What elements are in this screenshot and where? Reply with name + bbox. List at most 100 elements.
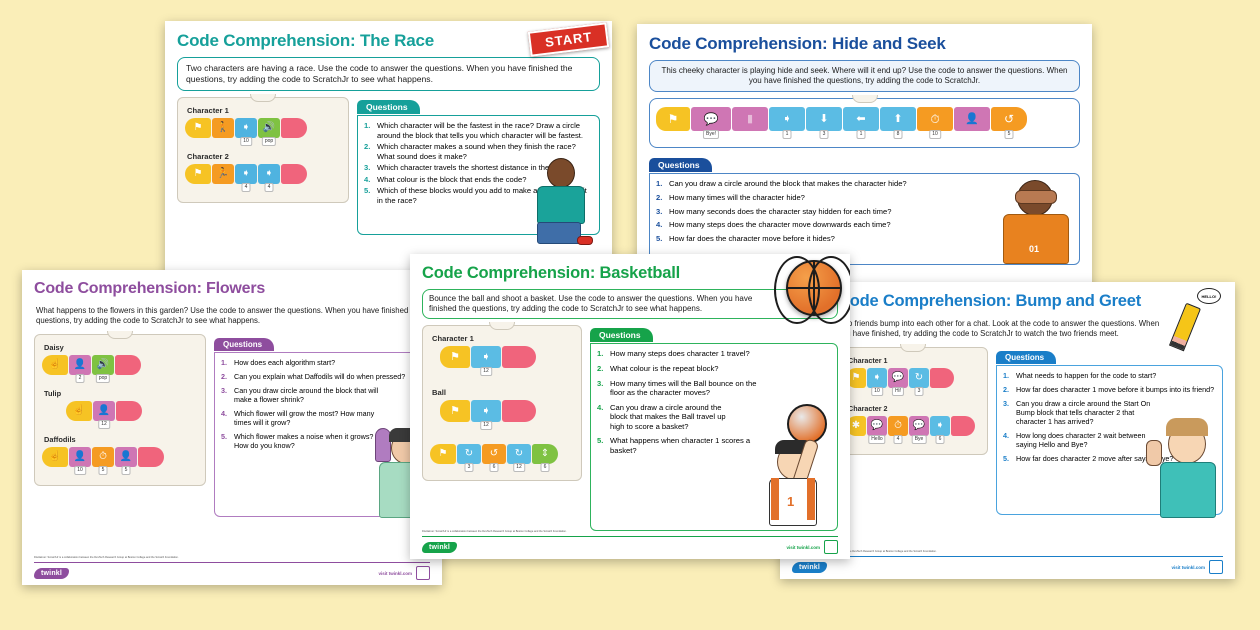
block-value: 6 [540, 463, 550, 473]
worksheet-card-bump-and-greet[interactable]: Code Comprehension: Bump and Greet HELLO… [780, 282, 1235, 579]
code-group[interactable]: Character 1 ⚑ 🚶 ➧10 🔊pop [185, 106, 341, 146]
block-repeat-back[interactable]: ↺6 [482, 444, 506, 473]
block-grow[interactable]: 👤2 [69, 354, 91, 383]
block-speech-hello[interactable]: 💬Hello [867, 415, 887, 444]
block-flag[interactable]: ⚑ [656, 107, 690, 132]
twinkl-logo[interactable]: twinkl [792, 561, 828, 573]
block-grow[interactable]: ▮ [732, 107, 768, 132]
block-end[interactable] [138, 446, 164, 467]
block-row[interactable]: ⚑ ↻3 ↺6 ↻12 ⇕6 [430, 444, 574, 473]
block-move-right[interactable]: ➧12 [471, 346, 501, 377]
code-group[interactable]: Ball ⚑ ➧12 [430, 388, 574, 431]
worksheet-card-basketball[interactable]: Code Comprehension: Basketball Bounce th… [410, 254, 850, 559]
block-move-right[interactable]: ➧6 [930, 415, 950, 444]
questions-tab: Questions [590, 328, 653, 343]
block-end[interactable] [502, 346, 536, 369]
block-value: Bye [911, 434, 927, 444]
block-end[interactable] [951, 415, 975, 436]
block-move-right[interactable]: ➧4 [258, 164, 280, 192]
block-on-tap[interactable]: ☝ [42, 354, 68, 375]
twinkl-logo[interactable]: twinkl [422, 541, 458, 553]
block-start-on-bump[interactable]: ✱ [846, 415, 866, 436]
block-flag[interactable]: ⚑ [185, 118, 211, 138]
block-end[interactable] [116, 400, 142, 421]
code-group[interactable]: Tulip ☝ 👤12 [42, 389, 198, 429]
block-row[interactable]: ⚑ 💬Bye! ▮ ➧1 ⬇3 ⬅1 ⬆8 ⏱10 👤 ↺5 [656, 107, 1073, 140]
code-group[interactable]: Character 1 ⚑ ➧12 [430, 334, 574, 377]
block-end[interactable] [502, 400, 536, 423]
block-wait[interactable]: ⏱5 [92, 446, 114, 475]
block-repeat[interactable]: ↺5 [991, 107, 1027, 140]
flag-icon: ⚑ [851, 371, 861, 383]
block-flag[interactable]: ⚑ [430, 444, 456, 465]
visit-link[interactable]: visit twinkl.com [378, 570, 412, 576]
block-flag[interactable]: ⚑ [440, 346, 470, 369]
code-group[interactable]: Character 2 ⚑ 🏃 ➧4 ➧4 [185, 152, 341, 192]
block-grow[interactable]: 👤5 [115, 446, 137, 475]
block-row[interactable]: ⚑ ➧12 [440, 346, 574, 377]
block-repeat[interactable]: ↻3 [909, 367, 929, 396]
worksheet-card-flowers[interactable]: Code Comprehension: Flowers What happens… [22, 270, 442, 585]
visit-link[interactable]: visit twinkl.com [1171, 564, 1205, 570]
block-speech-bye[interactable]: 💬Bye [909, 415, 929, 444]
block-end[interactable] [930, 367, 954, 388]
block-hide[interactable]: 👤 [954, 107, 990, 132]
visit-link[interactable]: visit twinkl.com [786, 544, 820, 550]
block-move-right[interactable]: ➧4 [235, 164, 257, 192]
run-icon: 🏃 [216, 168, 230, 179]
block-flag[interactable]: ⚑ [440, 400, 470, 423]
block-move-right[interactable]: ➧12 [471, 400, 501, 431]
block-wait[interactable]: ⏱4 [888, 415, 908, 444]
code-group[interactable]: Daffodils ☝ 👤10 ⏱5 👤5 [42, 435, 198, 475]
block-jump[interactable]: ⇕6 [532, 444, 558, 473]
block-walk[interactable]: 🚶 [212, 118, 234, 138]
block-shrink[interactable]: 👤12 [93, 400, 115, 429]
block-wait[interactable]: ⏱10 [917, 107, 953, 140]
block-grow[interactable]: 👤10 [69, 446, 91, 475]
block-speech[interactable]: 💬Bye! [691, 107, 731, 140]
block-on-tap[interactable]: ☝ [66, 400, 92, 421]
block-move-right[interactable]: ➧10 [235, 118, 257, 146]
block-speaker[interactable]: 🔊pop [258, 118, 280, 146]
block-flag[interactable]: ⚑ [185, 164, 211, 184]
block-end[interactable] [281, 118, 307, 138]
block-speech[interactable]: 💬Hi! [888, 367, 908, 396]
block-flag[interactable]: ⚑ [846, 367, 866, 388]
move-right-icon: ➧ [241, 168, 251, 179]
code-group-label: Character 1 [848, 355, 888, 365]
block-repeat[interactable]: ↻12 [507, 444, 531, 473]
code-group[interactable]: Daisy ☝ 👤2 🔊pop [42, 342, 198, 383]
block-row[interactable]: ☝ 👤12 [66, 400, 198, 429]
code-group[interactable]: ⚑ ↻3 ↺6 ↻12 ⇕6 [430, 444, 574, 473]
block-speaker[interactable]: 🔊pop [92, 354, 114, 383]
code-panel[interactable]: Character 1 ⚑ 🚶 ➧10 🔊pop Character 2 ⚑ [177, 97, 349, 203]
block-move-right[interactable]: ➧1 [769, 107, 805, 140]
code-panel[interactable]: Character 1 ⚑ ➧10 💬Hi! ↻3 Character 2 ✱ [838, 346, 988, 455]
code-panel[interactable]: Daisy ☝ 👤2 🔊pop Tulip ☝ 👤12 [34, 333, 206, 486]
block-row[interactable]: ✱ 💬Hello ⏱4 💬Bye ➧6 [846, 415, 980, 444]
block-row[interactable]: ⚑ 🚶 ➧10 🔊pop [185, 118, 341, 146]
block-repeat[interactable]: ↻3 [457, 444, 481, 473]
block-row[interactable]: ☝ 👤10 ⏱5 👤5 [42, 446, 198, 475]
block-row[interactable]: ⚑ ➧12 [440, 400, 574, 431]
block-end[interactable] [281, 164, 307, 184]
code-group[interactable]: Character 2 ✱ 💬Hello ⏱4 💬Bye ➧6 [846, 404, 980, 444]
code-group-label: Daisy [44, 342, 64, 352]
code-panel[interactable]: ⚑ 💬Bye! ▮ ➧1 ⬇3 ⬅1 ⬆8 ⏱10 👤 ↺5 [649, 98, 1080, 149]
block-row[interactable]: ☝ 👤2 🔊pop [42, 354, 198, 383]
block-row[interactable]: ⚑ 🏃 ➧4 ➧4 [185, 164, 341, 192]
block-move-up[interactable]: ⬆8 [880, 107, 916, 140]
block-run[interactable]: 🏃 [212, 164, 234, 184]
block-move-left[interactable]: ⬅1 [843, 107, 879, 140]
block-row[interactable]: ⚑ ➧10 💬Hi! ↻3 [846, 367, 980, 396]
block-on-tap[interactable]: ☝ [42, 446, 68, 467]
code-panel[interactable]: Character 1 ⚑ ➧12 Ball ⚑ ➧12 [422, 325, 582, 482]
jersey-number: 01 [1029, 244, 1040, 255]
block-end[interactable] [115, 354, 141, 375]
intro-text: Two characters are having a race. Use th… [177, 57, 600, 91]
code-group[interactable]: Character 1 ⚑ ➧10 💬Hi! ↻3 [846, 355, 980, 396]
block-move-right[interactable]: ➧10 [867, 367, 887, 396]
block-move-down[interactable]: ⬇3 [806, 107, 842, 140]
questions-tab: Questions [996, 350, 1057, 364]
twinkl-logo[interactable]: twinkl [34, 567, 70, 579]
